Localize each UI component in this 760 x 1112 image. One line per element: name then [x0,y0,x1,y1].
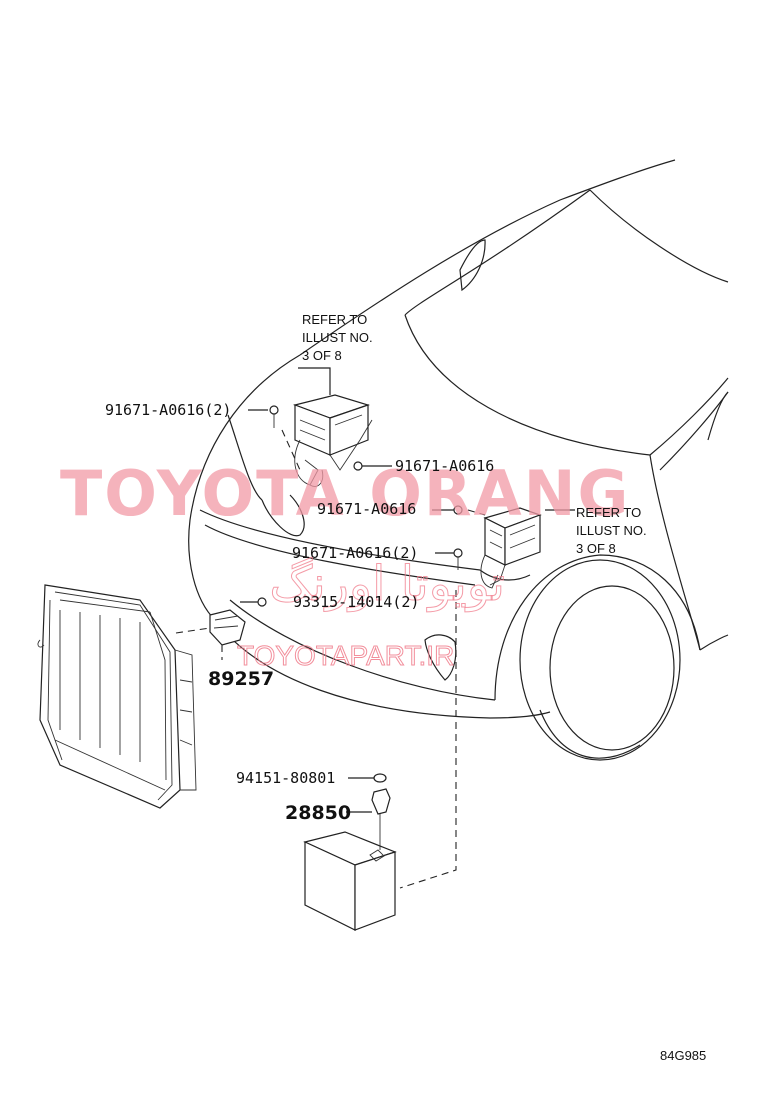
car-body [188,159,729,761]
refer-right-line3: 3 OF 8 [576,541,616,556]
label-screw: 93315-14014(2) [293,593,419,611]
label-terminal: 28850 [285,802,351,824]
label-sensor: 89257 [208,668,274,690]
relay-block-left [292,394,373,487]
radiator [37,584,197,809]
bolt-icon-left [269,405,279,428]
diagram-code: 84G985 [660,1048,706,1063]
watermark-persian: تویوتا اورنگ [269,556,505,612]
refer-left-line1: REFER TO [302,312,367,327]
relay-block-right [480,507,542,589]
refer-left-line3: 3 OF 8 [302,348,342,363]
nut-94151 [373,773,387,783]
refer-left-line2: ILLUST NO. [302,330,373,345]
refer-right-line2: ILLUST NO. [576,523,647,538]
watermark-url: TOYOTAPART.IR [237,640,454,671]
label-bolt-right-lower: 91671-A0616(2) [292,544,418,562]
label-bolt-center: 91671-A0616 [317,500,416,518]
label-bolt-left: 91671-A0616(2) [105,401,231,419]
watermark-brand: TOYOTA ORANG [60,457,630,530]
battery-terminal [371,788,391,850]
screw-icon [257,597,267,607]
label-nut: 94151-80801 [236,769,335,787]
sensor-89257 [209,609,246,646]
leader-lines [175,367,575,889]
battery [303,831,397,931]
label-bolt-right-upper: 91671-A0616 [395,457,494,475]
refer-right-line1: REFER TO [576,505,641,520]
